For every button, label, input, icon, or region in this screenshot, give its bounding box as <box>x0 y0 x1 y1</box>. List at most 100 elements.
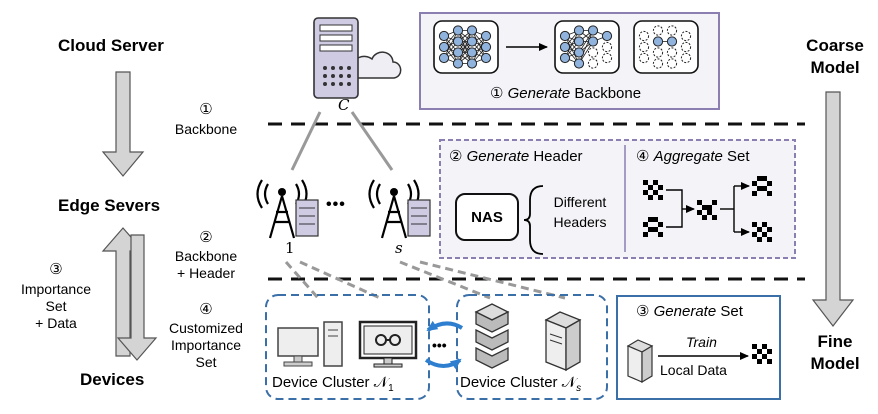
importance-set-cell <box>767 237 772 242</box>
generate-backbone-caption: ① Generate Backbone <box>490 85 641 102</box>
importance-set-cell <box>752 344 757 349</box>
network-node <box>452 58 464 69</box>
importance-set-cell <box>757 237 762 242</box>
generate-header-caption: ② Generate Header <box>449 148 583 165</box>
aggregated-set-cell <box>707 205 712 210</box>
network-node <box>438 30 450 42</box>
network-node <box>466 36 478 47</box>
network-node <box>638 52 650 64</box>
aggregated-set-cell <box>697 200 702 205</box>
step-2-number: ② <box>199 229 213 246</box>
fine-label-b: Model <box>810 354 860 373</box>
network-node <box>601 52 613 64</box>
monitor-glasses-icon <box>358 320 418 368</box>
generate-backbone-num: ① <box>490 85 504 102</box>
aggregated-set-cell <box>697 210 702 215</box>
importance-set-cell <box>767 181 772 186</box>
network-node <box>480 30 492 42</box>
network-node <box>559 41 571 53</box>
device-cluster-1-text: Device Cluster 𝒩 <box>272 374 389 391</box>
generate-backbone-noun: Backbone <box>574 85 642 102</box>
network-node <box>666 25 678 36</box>
importance-set-cell <box>658 185 663 190</box>
device-cluster-s-sub: s <box>576 383 582 394</box>
link-edges-device-d <box>419 260 566 300</box>
device-cluster-s-box <box>456 294 608 400</box>
network-node <box>652 58 664 69</box>
importance-set-cell <box>762 222 767 227</box>
device-cluster-s-label: Device Cluster 𝒩s <box>460 374 581 395</box>
network-node <box>587 36 599 47</box>
aggregate-set-verb: Aggregate <box>653 148 723 165</box>
importance-set-cell <box>752 354 757 359</box>
importance-set-cell <box>757 349 762 354</box>
aggregated-set-cell <box>712 200 717 205</box>
nas-box: NAS <box>455 193 519 241</box>
importance-set-cell <box>648 227 653 232</box>
step-3-number: ③ <box>49 261 63 278</box>
step-2-label-b: + Header <box>177 265 235 281</box>
train-label: Train <box>686 334 717 350</box>
step-4-label-b: Importance <box>170 337 242 353</box>
arrow-cloud-to-edge <box>101 71 145 177</box>
network-edge <box>471 35 487 64</box>
edge-index-first: 1 <box>285 239 295 257</box>
device-cluster-1-box <box>265 294 430 400</box>
headers-label: Headers <box>553 214 607 230</box>
local-server-icon <box>626 339 654 384</box>
network-node <box>666 47 678 58</box>
importance-set-cell <box>757 359 762 364</box>
importance-set-cell <box>648 195 653 200</box>
headers-brace <box>523 185 544 255</box>
importance-set-cell <box>757 186 762 191</box>
cloud-server-symbol: C <box>338 96 350 114</box>
devices-label: Devices <box>80 370 145 389</box>
network-node <box>452 47 464 58</box>
importance-set-cell <box>643 180 648 185</box>
aggregate-set-num: ④ <box>636 148 650 165</box>
importance-set-cell <box>762 176 767 181</box>
nas-label: NAS <box>471 208 503 226</box>
importance-set-cell <box>762 344 767 349</box>
network-node <box>601 41 613 53</box>
importance-set-cell <box>658 222 663 227</box>
edge-ellipsis: ••• <box>326 196 346 213</box>
aggregate-set-caption: ④ Aggregate Set <box>636 148 750 165</box>
aggregated-set-cell <box>702 215 707 220</box>
network-node <box>438 41 450 53</box>
step-4-label-c: Set <box>195 354 217 370</box>
network-node <box>666 36 678 47</box>
generate-header-verb: Generate <box>466 148 530 165</box>
generate-set-noun: Set <box>720 303 743 320</box>
generate-set-num: ③ <box>636 303 650 320</box>
importance-set-cell <box>752 232 757 237</box>
network-edge <box>564 30 580 59</box>
step-4-number: ④ <box>199 301 213 318</box>
device-cluster-1-sub: 1 <box>388 383 394 394</box>
link-cloud-edge-1 <box>290 111 322 171</box>
aggregated-set-cell <box>712 215 717 220</box>
desktop-computer-icon <box>277 321 343 367</box>
network-node <box>573 58 585 69</box>
device-cluster-1-label: Device Cluster 𝒩1 <box>272 374 394 395</box>
network-node <box>438 52 450 64</box>
step-3-label-a: Importance <box>20 281 92 297</box>
network-node <box>587 58 599 69</box>
network-node <box>587 47 599 58</box>
arrow-edge-to-devices <box>116 234 158 361</box>
step-2-label-a: Backbone <box>174 248 238 264</box>
importance-set-cell <box>767 227 772 232</box>
aggregate-set-noun: Set <box>727 148 750 165</box>
network-node <box>573 47 585 58</box>
importance-set-cell <box>653 190 658 195</box>
edge-index-last: s <box>395 239 403 257</box>
link-edge1-device-a <box>284 261 320 299</box>
different-label: Different <box>553 194 607 210</box>
network-node <box>652 25 664 36</box>
cloud-server-icon <box>313 17 402 99</box>
network-node <box>559 52 571 64</box>
coarse-label-b: Model <box>810 58 860 77</box>
importance-set-cell <box>757 227 762 232</box>
edge-tower-s-icon <box>368 179 431 239</box>
